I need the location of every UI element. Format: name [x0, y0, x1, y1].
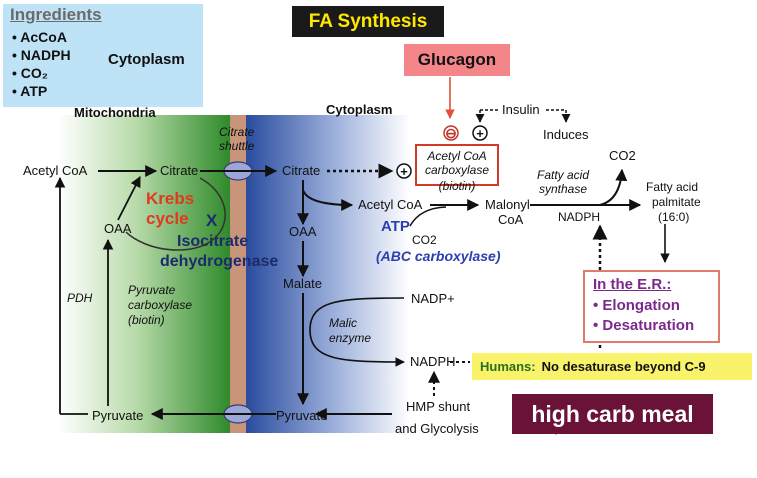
- pyruvate-carboxylase-3: (biotin): [128, 313, 165, 327]
- hmp-1: HMP shunt: [406, 399, 470, 414]
- er-elongation: • Elongation: [593, 297, 680, 314]
- acc-enzyme-box: [415, 144, 499, 186]
- ingredient-nadph: • NADPH: [12, 47, 71, 63]
- co2-in: CO2: [412, 233, 437, 247]
- palmitate-3: (16:0): [658, 210, 689, 224]
- krebs-arc: [125, 177, 226, 251]
- malic-enzyme-1: Malic: [329, 316, 357, 330]
- nadp-plus: NADP+: [411, 291, 455, 306]
- fa-synthase-1: Fatty acid: [537, 168, 589, 182]
- ingredient-atp: • ATP: [12, 83, 48, 99]
- atp-label: ATP: [381, 218, 410, 235]
- er-desaturation: • Desaturation: [593, 317, 695, 334]
- mitochondria-label: Mitochondria: [74, 105, 156, 120]
- ingredients-panel: [3, 4, 203, 107]
- krebs-label-1: Krebs: [146, 189, 194, 208]
- cyto-citrate: Citrate: [282, 163, 320, 178]
- curve-nadp: [309, 297, 405, 331]
- isocitrate-label-1: Isocitrate: [177, 233, 248, 250]
- curve-nadph: [309, 329, 405, 367]
- induces-label: Induces: [543, 127, 589, 142]
- abc-carboxylase: (ABC carboxylase): [376, 248, 501, 264]
- ingredients-location: Cytoplasm: [108, 51, 185, 68]
- co2-out: CO2: [609, 148, 636, 163]
- pyruvate-carboxylase-1: Pyruvate: [128, 283, 176, 297]
- nadph-fas: NADPH: [558, 210, 600, 224]
- humans-note: Humans: No desaturase beyond C-9: [472, 353, 752, 380]
- isocitrate-label-2: dehydrogenase: [160, 253, 278, 270]
- mito-acetyl-coa: Acetyl CoA: [23, 163, 88, 178]
- acc-line-1: Acetyl CoA: [426, 149, 486, 163]
- shuttle-label-2: shuttle: [219, 139, 255, 153]
- cyto-nadph: NADPH: [410, 354, 456, 369]
- activate-circle-insulin: [472, 125, 488, 141]
- cyto-malate: Malate: [283, 276, 322, 291]
- malonyl-2: CoA: [498, 212, 524, 227]
- pdh-label: PDH: [67, 291, 93, 305]
- humans-label: Humans:: [480, 359, 536, 374]
- acc-line-2: carboxylase: [425, 163, 489, 177]
- pyruvate-carboxylase-2: carboxylase: [128, 298, 192, 312]
- palmitate-1: Fatty acid: [646, 180, 698, 194]
- ingredient-co2: • CO₂: [12, 65, 49, 81]
- ingredients-heading: Ingredients: [10, 5, 102, 24]
- acc-line-3: (biotin): [439, 179, 476, 193]
- membrane-band: [230, 115, 246, 433]
- arrow-citrate-acetyl: [302, 189, 354, 211]
- mito-oaa: OAA: [104, 221, 132, 236]
- atp-curve: [409, 206, 447, 227]
- activate-circle-citrate: [396, 163, 412, 179]
- mitochondria-region: [58, 115, 230, 433]
- arrow-oaa-citrate: [117, 176, 141, 221]
- cyto-acetyl-coa: Acetyl CoA: [358, 197, 423, 212]
- ingredient-acoa: • AcCoA: [12, 29, 67, 45]
- arrow-co2-out: [599, 168, 628, 206]
- x-mark: X: [206, 211, 218, 230]
- activate-sign-citrate: +: [400, 164, 408, 179]
- fa-synthase-2: synthase: [539, 182, 587, 196]
- insulin-label: Insulin: [502, 102, 540, 117]
- inhibit-sign: ⊖: [445, 125, 457, 141]
- malonyl-1: Malonyl: [485, 197, 530, 212]
- mito-citrate: Citrate: [160, 163, 198, 178]
- hmp-2: and Glycolysis: [395, 421, 479, 436]
- mito-pyruvate: Pyruvate: [92, 408, 143, 423]
- cyto-pyruvate: Pyruvate: [276, 408, 327, 423]
- cyto-oaa: OAA: [289, 224, 317, 239]
- palmitate-2: palmitate: [652, 195, 701, 209]
- high-carb-meal-box: high carb meal: [512, 394, 713, 434]
- malic-enzyme-2: enzyme: [329, 331, 371, 345]
- cytoplasm-region: [246, 115, 410, 433]
- inhibit-circle: [443, 125, 459, 141]
- humans-text: No desaturase beyond C-9: [541, 359, 706, 374]
- krebs-label-2: cycle: [146, 209, 189, 228]
- glucagon-box: Glucagon: [404, 44, 510, 76]
- page-title: FA Synthesis: [292, 6, 444, 37]
- cytoplasm-region-label: Cytoplasm: [326, 102, 392, 117]
- er-heading: In the E.R.:: [593, 276, 672, 293]
- activate-sign-insulin: +: [476, 126, 484, 141]
- er-box: In the E.R.: • Elongation • Desaturation: [583, 270, 720, 343]
- shuttle-label-1: Citrate: [219, 125, 255, 139]
